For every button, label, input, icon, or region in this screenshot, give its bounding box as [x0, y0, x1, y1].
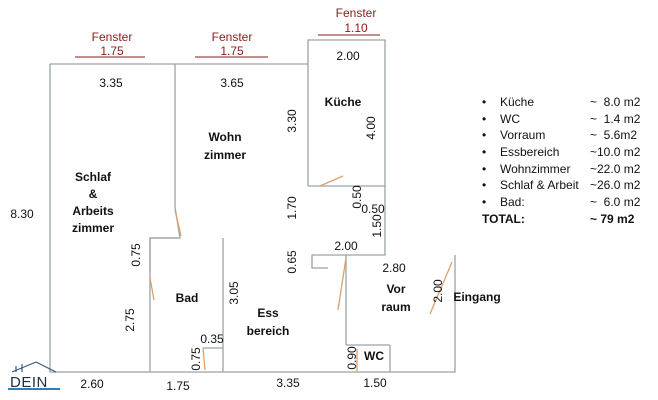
dim-bottom-260: 2.60	[80, 377, 104, 391]
dim-top-kueche: 2.00	[336, 49, 360, 63]
room-schlaf-line3: Arbeits	[72, 204, 114, 218]
legend-total-label: TOTAL:	[482, 211, 525, 226]
window-label-2: Fenster	[212, 30, 253, 44]
dim-ess-065: 0.65	[285, 250, 299, 274]
dim-k150: 1.50	[370, 214, 384, 238]
legend-item: • Vorraum ~ 5.6m2	[480, 127, 650, 144]
legend-item-value: ~ 6.0 m2	[590, 195, 641, 210]
dim-ess-top: 2.00	[334, 239, 358, 253]
legend-bullet: •	[482, 95, 487, 109]
logo-icon	[8, 361, 60, 390]
legend-item: • Wohnzimmer ~22.0 m2	[480, 161, 650, 178]
dim-bottom-335: 3.35	[276, 376, 300, 390]
dim-wohn-gap: 1.70	[285, 196, 299, 220]
dim-bad-275: 2.75	[123, 308, 137, 332]
room-kueche: Küche	[325, 95, 362, 109]
dim-kueche-height: 3.30	[285, 109, 299, 133]
room-vorraum-line2: raum	[381, 300, 410, 314]
legend-bullet: •	[482, 161, 487, 176]
area-legend: • Küche ~ 8.0 m2 • WC ~ 1.4 m2 • Vorraum ~ 5.6…	[480, 94, 650, 228]
window-width-1: 1.75	[100, 44, 124, 58]
room-schlaf-line1: Schlaf	[75, 170, 112, 184]
legend-item: • Bad: ~ 6.0 m2	[480, 194, 650, 211]
room-ess-line1: Ess	[257, 306, 279, 320]
dim-top-schlaf: 3.35	[99, 76, 123, 90]
legend-total-value: ~ 79 m2	[590, 211, 635, 226]
room-schlaf-line4: zimmer	[72, 221, 114, 235]
dim-bad-305: 3.05	[227, 281, 241, 305]
window-label-3: Fenster	[336, 6, 377, 20]
legend-item: • WC ~ 1.4 m2	[480, 111, 650, 128]
legend-item: • Küche ~ 8.0 m2	[480, 94, 650, 111]
window-label-1: Fenster	[92, 30, 133, 44]
legend-bullet: •	[482, 178, 487, 193]
dim-bottom-150: 1.50	[363, 376, 387, 390]
legend-item-value: ~22.0 m2	[590, 161, 641, 176]
legend-item-value: ~ 5.6m2	[590, 128, 638, 143]
legend-item: • Essbereich ~10.0 m2	[480, 144, 650, 161]
legend-item-name: WC	[500, 111, 520, 126]
window-width-2: 1.75	[220, 44, 244, 58]
dim-bottom-175: 1.75	[166, 379, 190, 393]
room-eingang: Eingang	[453, 290, 500, 304]
doors	[149, 175, 453, 372]
dim-bad-075: 0.75	[129, 243, 143, 267]
room-vorraum-line1: Vor	[386, 282, 405, 296]
dim-k050b: 0.50	[361, 202, 385, 216]
room-ess-line2: bereich	[247, 324, 290, 338]
legend-item-name: Schlaf & Arbeit	[500, 178, 579, 193]
logo-text: DEIN	[10, 374, 48, 391]
dim-wc-090: 0.90	[345, 346, 359, 370]
dim-vor-top: 2.80	[382, 261, 406, 275]
dim-vor-right: 2.00	[431, 279, 445, 303]
dim-left-total: 8.30	[10, 207, 34, 221]
legend-item-name: Bad:	[500, 195, 525, 210]
dim-bad-075b: 0.75	[189, 347, 203, 371]
legend-item-name: Essbereich	[500, 145, 560, 160]
legend-bullet: •	[482, 111, 487, 126]
room-wohn-line2: zimmer	[204, 148, 246, 162]
legend-total: TOTAL: ~ 79 m2	[480, 211, 650, 228]
legend-item: • Schlaf & Arbeit ~26.0 m2	[480, 177, 650, 194]
dim-kueche-width-v: 4.00	[364, 116, 378, 140]
room-wc: WC	[364, 349, 384, 363]
dim-k050a: 0.50	[350, 185, 364, 209]
legend-bullet: •	[482, 195, 487, 210]
legend-bullet: •	[482, 145, 487, 160]
legend-item-name: Küche	[500, 95, 535, 109]
legend-item-name: Vorraum	[500, 128, 546, 143]
legend-bullet: •	[482, 128, 487, 143]
window-width-3: 1.10	[344, 21, 368, 35]
room-wohn-line1: Wohn	[208, 130, 241, 144]
legend-item-value: ~26.0 m2	[590, 178, 641, 193]
legend-item-name: Wohnzimmer	[500, 161, 571, 176]
legend-item-value: ~ 1.4 m2	[590, 111, 641, 126]
dim-top-wohn: 3.65	[220, 76, 244, 90]
legend-item-value: ~10.0 m2	[590, 145, 641, 160]
legend-item-value: ~ 8.0 m2	[590, 95, 641, 109]
room-schlaf-line2: &	[89, 187, 98, 201]
dim-bad-035: 0.35	[200, 332, 224, 346]
room-bad: Bad	[176, 291, 199, 305]
